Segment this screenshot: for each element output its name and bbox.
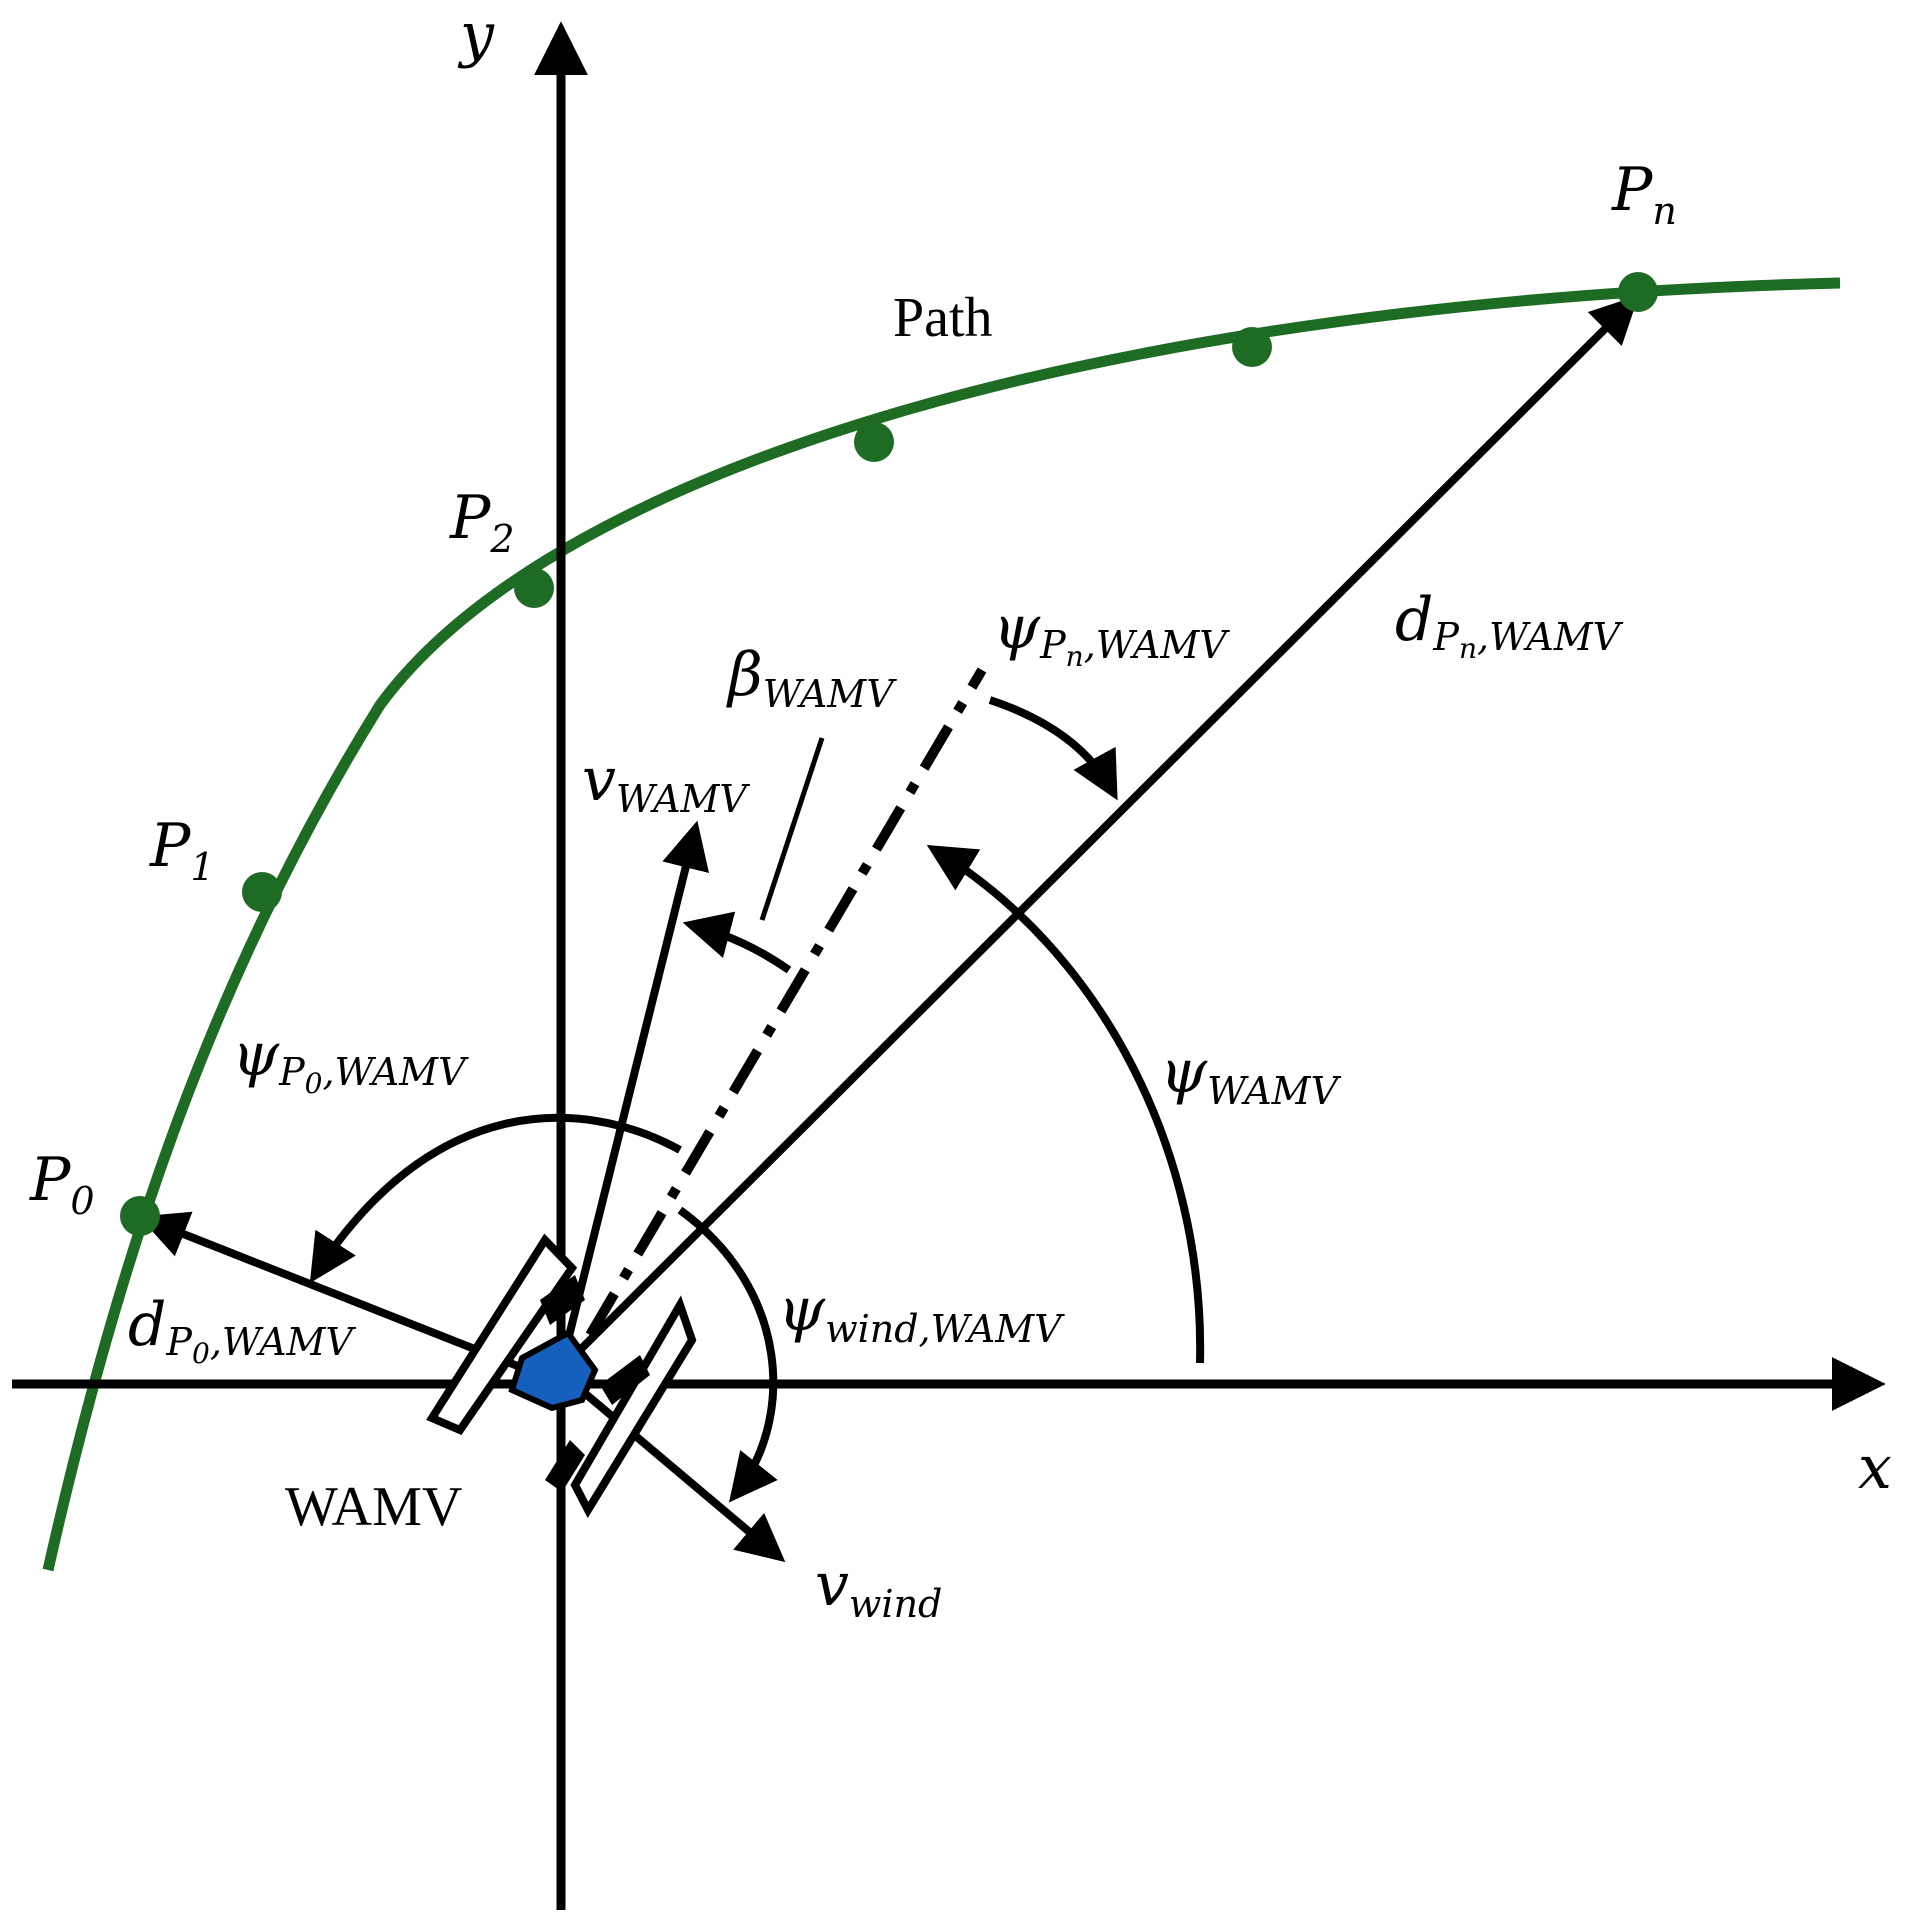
strut-b: [600, 1355, 650, 1405]
strut-c: [545, 1440, 585, 1492]
label-p1: P1: [149, 811, 215, 889]
label-psi-pn-wamv: ψPn,WAMV: [993, 593, 1230, 673]
arc-psi-pn-wamv: [988, 696, 1118, 801]
deck-body: [508, 1329, 599, 1412]
right-hull: [570, 1295, 697, 1519]
vector-v-wind: [572, 1381, 786, 1563]
label-v-wind: vwind: [815, 1550, 942, 1626]
arc-psi-p0-wamv: [309, 1113, 682, 1284]
label-v-wamv: vWAMV: [582, 745, 750, 821]
label-d-pn-wamv: dPn,WAMV: [1395, 585, 1624, 665]
waypoint-p0: [120, 1196, 160, 1236]
vector-d-pn-wamv: [572, 295, 1639, 1358]
waypoint-p2: [514, 568, 554, 608]
label-p2: P2: [449, 483, 515, 561]
path-curve: [42, 277, 1841, 1572]
path-label: Path: [893, 287, 993, 349]
vector-v-wamv: [564, 820, 710, 1341]
wamv-label: WAMV: [285, 1476, 462, 1538]
left-hull: [426, 1233, 578, 1435]
label-psi-wind-wamv: ψwind,WAMV: [778, 1275, 1065, 1351]
waypoint-p1: [242, 872, 282, 912]
label-p0: P0: [29, 1145, 95, 1223]
wamv-vessel: [426, 1233, 697, 1519]
beta-leader-line: [759, 737, 825, 921]
label-pn: Pn: [1611, 155, 1677, 233]
y-axis-label: y: [457, 0, 495, 70]
heading-line: [585, 667, 987, 1338]
label-psi-p0-wamv: ψP0,WAMV: [232, 1020, 469, 1100]
waypoint-pn: [1618, 272, 1658, 312]
label-beta-wamv: βWAMV: [726, 640, 897, 716]
label-d-p0-wamv: dP0,WAMV: [128, 1290, 356, 1370]
strut-a: [540, 1275, 585, 1325]
arc-psi-wind-wamv: [677, 1206, 778, 1503]
x-axis-label: x: [1858, 1433, 1892, 1503]
waypoint-mid-2: [1232, 327, 1272, 367]
arc-psi-wamv: [926, 845, 1205, 1364]
waypoint-mid-1: [854, 422, 894, 462]
label-psi-wamv: ψWAMV: [1160, 1037, 1342, 1113]
arc-beta-wamv: [682, 911, 792, 974]
